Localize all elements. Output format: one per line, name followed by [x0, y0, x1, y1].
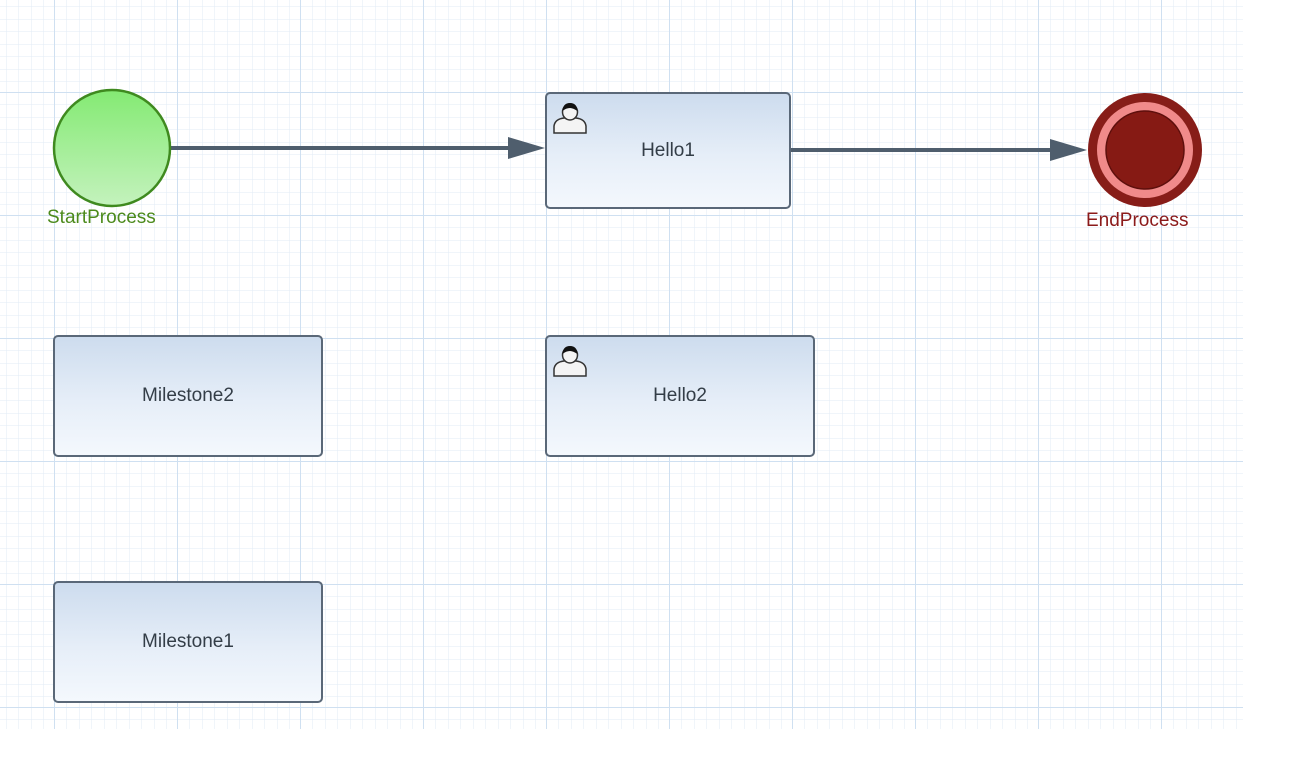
task-hello2[interactable]: Hello2 — [545, 335, 815, 457]
task-milestone2-label: Milestone2 — [142, 385, 234, 407]
task-hello2-label: Hello2 — [653, 385, 707, 407]
start-event[interactable] — [54, 90, 170, 206]
end-event[interactable] — [1088, 93, 1202, 207]
user-icon — [552, 342, 588, 378]
task-milestone1-label: Milestone1 — [142, 631, 234, 653]
start-event-label: StartProcess — [47, 207, 156, 229]
task-milestone1[interactable]: Milestone1 — [53, 581, 323, 703]
task-hello1-label: Hello1 — [641, 140, 695, 162]
flow-hello1-to-end[interactable] — [791, 139, 1087, 161]
task-hello1[interactable]: Hello1 — [545, 92, 791, 209]
end-event-label: EndProcess — [1086, 210, 1188, 232]
task-milestone2[interactable]: Milestone2 — [53, 335, 323, 457]
flow-start-to-hello1[interactable] — [171, 137, 545, 159]
user-icon — [552, 99, 588, 135]
